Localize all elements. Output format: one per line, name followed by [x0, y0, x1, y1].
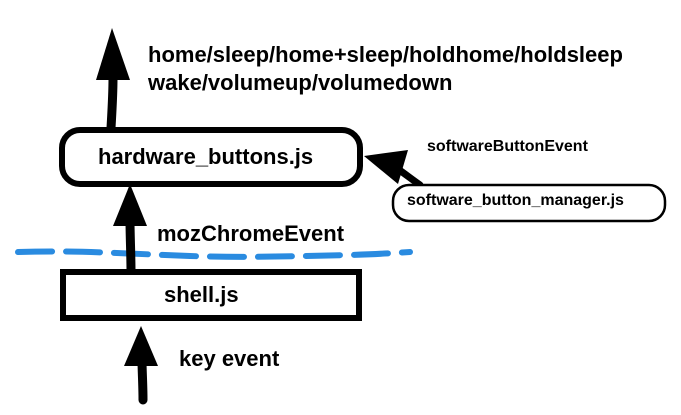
moz-chrome-event-arrow [113, 184, 147, 277]
process-boundary-divider [15, 248, 413, 260]
software-button-event-label: softwareButtonEvent [427, 138, 588, 155]
software-manager-node [391, 183, 667, 223]
hardware-buttons-label: hardware_buttons.js [98, 144, 314, 169]
shell-label: shell.js [164, 282, 239, 307]
events-line-2: wake/volumeup/volumedown [148, 70, 453, 95]
shell-node [60, 269, 362, 321]
hardware-buttons-node [59, 127, 363, 187]
events-output-arrow [96, 28, 130, 133]
moz-chrome-event-label: mozChromeEvent [157, 221, 345, 246]
key-event-label: key event [179, 346, 280, 371]
software-manager-label: software_button_manager.js [407, 192, 624, 209]
events-line-1: home/sleep/home+sleep/holdhome/holdsleep [148, 42, 623, 67]
key-event-arrow [124, 326, 158, 405]
software-button-event-arrow [364, 150, 424, 189]
